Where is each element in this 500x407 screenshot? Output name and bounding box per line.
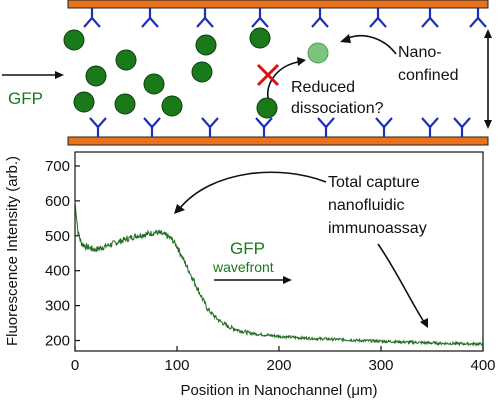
nanochannel-schematic: GFP Nano- confined Reduced dissociation? [2, 0, 492, 146]
gfp-molecule-icon [115, 49, 137, 71]
bottom-antibody-row [89, 117, 471, 137]
nano-confined-line1: Nano- [398, 44, 442, 61]
gfp-molecule-group [63, 27, 278, 119]
antibody-icon [469, 8, 487, 28]
antibody-icon [255, 117, 273, 137]
antibody-icon [143, 117, 161, 137]
antibody-icon [251, 8, 269, 28]
total-capture-arrow [179, 171, 327, 209]
dissociation-arrowhead-icon [297, 57, 306, 66]
x-tick-label: 200 [266, 357, 291, 374]
height-arrow-top-icon [484, 29, 492, 38]
y-tick-label: 600 [45, 193, 70, 210]
x-axis-ticks: 0 100 200 300 400 [71, 346, 496, 374]
antibody-icon [196, 8, 214, 28]
nano-confined-line2: confined [398, 67, 459, 84]
top-antibody-row [83, 8, 487, 28]
gfp-molecule-icon [73, 91, 95, 113]
antibody-icon [141, 8, 159, 28]
height-arrow-bottom-icon [484, 120, 492, 129]
x-tick-label: 100 [164, 357, 189, 374]
y-tick-label: 500 [45, 228, 70, 245]
red-x-icon [256, 63, 280, 87]
nano-confined-arrowhead-icon [340, 34, 351, 43]
antibody-icon [369, 8, 387, 28]
antibody-icon [311, 8, 329, 28]
gfp-molecule-icon [85, 65, 107, 87]
total-capture-line3: immunoassay [328, 220, 427, 237]
fluorescence-chart: 0 100 200 300 400 200 300 400 500 600 700 Positio… [4, 151, 496, 399]
y-axis-ticks: 200 300 400 500 600 700 [45, 158, 80, 350]
antibody-icon [375, 117, 393, 137]
total-capture-line1: Total capture [328, 174, 420, 191]
gfp-molecule-icon [195, 34, 217, 56]
y-tick-label: 400 [45, 263, 70, 280]
antibody-icon [83, 8, 101, 28]
nano-confined-arrow [347, 34, 397, 55]
total-capture-arrowhead-icon [174, 204, 185, 214]
antibody-icon [201, 117, 219, 137]
gfp-molecule-icon [143, 73, 165, 95]
baseline-arrowhead-icon [420, 318, 428, 328]
fluorescence-trace [74, 200, 484, 347]
gfp-molecule-icon [161, 95, 183, 117]
total-capture-line2: nanofluidic [328, 197, 405, 214]
antibody-icon [421, 8, 439, 28]
wavefront-arrowhead-icon [283, 276, 292, 284]
y-tick-label: 200 [45, 333, 70, 350]
unbound-gfp-icon [307, 42, 329, 64]
top-channel-wall [67, 0, 489, 9]
baseline-arrow [377, 243, 425, 323]
inlet-arrowhead-icon [55, 71, 64, 79]
x-axis-label: Position in Nanochannel (μm) [180, 382, 377, 399]
gfp-molecule-icon [63, 29, 85, 51]
x-tick-label: 400 [470, 357, 495, 374]
gfp-molecule-icon [191, 61, 213, 83]
gfp-molecule-icon [114, 93, 136, 115]
y-tick-label: 700 [45, 158, 70, 175]
reduced-dissociation-line2: dissociation? [291, 100, 384, 117]
antibody-icon [89, 117, 107, 137]
x-tick-label: 300 [368, 357, 393, 374]
wavefront-label-line2: wavefront [212, 259, 274, 275]
reduced-dissociation-line1: Reduced [291, 79, 355, 96]
y-axis-label: Fluorescence Intensity (arb.) [4, 156, 21, 346]
gfp-molecule-icon [249, 27, 271, 49]
y-tick-label: 300 [45, 298, 70, 315]
antibody-icon [317, 117, 335, 137]
gfp-molecule-icon [256, 97, 278, 119]
x-tick-label: 0 [71, 357, 79, 374]
dissociation-arrow [267, 61, 299, 99]
gfp-inlet-label: GFP [8, 89, 43, 108]
antibody-icon [421, 117, 439, 137]
antibody-icon [453, 117, 471, 137]
wavefront-label-line1: GFP [230, 239, 265, 258]
bottom-channel-wall [67, 136, 489, 146]
